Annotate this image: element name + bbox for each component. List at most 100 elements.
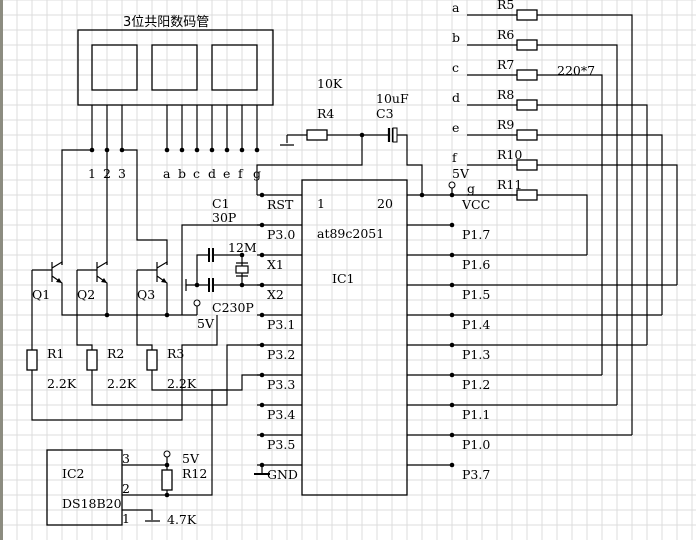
c3-label: C3 (376, 106, 394, 121)
display-title: 3位共阳数码管 (123, 15, 209, 30)
q1-label: Q1 (32, 287, 50, 302)
crystal-circuit: C1 30P 12M C230P (181, 196, 262, 315)
digit-pin-3: 3 (118, 166, 126, 181)
r4-label: R4 (317, 106, 334, 121)
r2-value: 2.2K (107, 376, 137, 391)
resistor-label: R5 (497, 0, 514, 12)
ic1-pin-label: P1.7 (462, 227, 490, 242)
ic1-pin-p3-4: P3.4 (257, 402, 302, 422)
seg-pin-e: e (223, 166, 230, 181)
c1-value: 30P (212, 210, 236, 225)
c1-label: C1 (212, 196, 230, 211)
window-left-border (0, 0, 3, 540)
ic2-body (46, 449, 123, 526)
resistor-label: R8 (497, 87, 514, 102)
resistor-r12 (161, 469, 173, 491)
transistor-q2: Q2 (77, 260, 108, 302)
ic1-pin-p1-6: P1.6 (407, 252, 490, 272)
ic2-pin2: 2 (122, 481, 130, 496)
digit-driver-wiring: 5V (61, 149, 215, 331)
segment-resistor-r10: f R10 (452, 147, 538, 171)
resistor-r4 (306, 129, 328, 141)
seg-pin-b: b (178, 166, 186, 181)
q2-label: Q2 (77, 287, 95, 302)
ic1-pin-label: X1 (267, 257, 284, 272)
segment-routing (537, 14, 678, 435)
ic1-pin-x2: X2 (257, 282, 302, 302)
ic1-pin-label: P3.3 (267, 377, 295, 392)
ic1-pin-label: P1.4 (462, 317, 490, 332)
display-body (77, 29, 274, 106)
resistor-label: R9 (497, 117, 514, 132)
ic1-pin-label: P3.1 (267, 317, 295, 332)
ic1-pin-gnd: GND (254, 462, 302, 482)
ic1-pin-label: P1.3 (462, 347, 490, 362)
segment-label-c: c (452, 60, 459, 75)
q3-label: Q3 (137, 287, 155, 302)
seg-pin-a: a (163, 166, 171, 181)
resistor-label: R10 (497, 147, 522, 162)
ic1-pin-p3-7: P3.7 (407, 462, 490, 482)
ic1-pin-label: P3.4 (267, 407, 295, 422)
vcc-supply: 5V (448, 166, 470, 195)
ic1-pin-p3-2: P3.2 (257, 342, 302, 362)
ic1-body (301, 179, 408, 496)
ic2-pin1: 1 (122, 511, 130, 526)
ic1-pin-label: P1.6 (462, 257, 490, 272)
ic1-pin-p3-5: P3.5 (257, 432, 302, 452)
r1-label: R1 (47, 346, 64, 361)
segment-label-b: b (452, 30, 460, 45)
ic1-pin-p1-7: P1.7 (407, 222, 490, 242)
r12-value: 4.7K (167, 512, 197, 527)
ic1-pin-p1-3: P1.3 (407, 342, 490, 362)
segment-label-e: e (452, 120, 459, 135)
resistor-label: R11 (497, 177, 522, 192)
r1-value: 2.2K (47, 376, 77, 391)
resistor-body (516, 69, 538, 81)
segment-label-d: d (452, 90, 460, 105)
ic1-pin-label: P3.0 (267, 227, 295, 242)
ic1-pin-label: P3.7 (462, 467, 490, 482)
digit-3 (211, 44, 258, 91)
digit-1 (91, 44, 138, 91)
ic2-pin3: 3 (122, 451, 130, 466)
transistor-q1: Q1 (32, 260, 63, 302)
digit-2 (151, 44, 198, 91)
crystal-frequency: 12M (228, 240, 257, 255)
segment-label-f: f (452, 150, 458, 165)
seg-pin-d: d (208, 166, 216, 181)
segment-resistor-value: 220*7 (557, 63, 595, 78)
vcc-supply-label: 5V (452, 166, 470, 181)
ic2-designator: IC2 (62, 466, 84, 481)
resistor-body (516, 99, 538, 111)
r3-value: 2.2K (167, 376, 197, 391)
ic1-part-number: at89c2051 (317, 226, 384, 241)
resistor-body (516, 189, 538, 201)
reset-circuit: 10K R4 10uF C3 (256, 76, 425, 198)
r4-value: 10K (317, 76, 343, 91)
ic1-pin-label: VCC (461, 197, 490, 212)
ic1-pin-p1-1: P1.1 (407, 402, 490, 422)
ic1-pin-label: P1.2 (462, 377, 490, 392)
ic1-pin-vcc: VCC (407, 192, 490, 212)
ic1-pin-p3-3: P3.3 (257, 372, 302, 392)
ic1-pin-label: P1.0 (462, 437, 490, 452)
r12-supply-label: 5V (182, 451, 200, 466)
segment-resistor-r9: e R9 (452, 117, 538, 141)
resistor-r3 (146, 349, 158, 371)
seg-pin-c: c (193, 166, 200, 181)
c3-value: 10uF (376, 91, 409, 106)
digit-pin-1: 1 (88, 166, 96, 181)
ic1-pin-rst: RST (257, 192, 302, 212)
resistor-body (516, 159, 538, 171)
r12-label: R12 (182, 466, 207, 481)
r3-label: R3 (167, 346, 184, 361)
ic1-pin-p1-0: P1.0 (407, 432, 490, 452)
resistor-r2 (86, 349, 98, 371)
ic2-ds18b20: IC2 DS18B20 3 2 1 5V R12 4.7K (46, 389, 227, 527)
